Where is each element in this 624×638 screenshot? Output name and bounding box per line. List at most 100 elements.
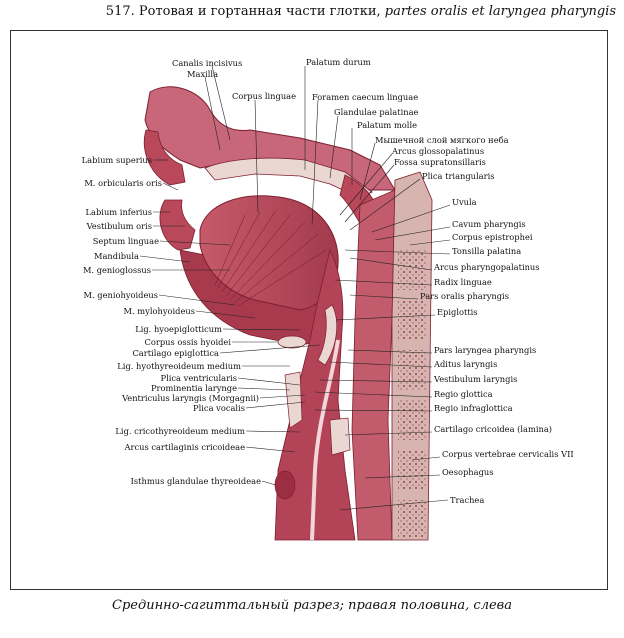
leader-arcus-pharyngopalatinus <box>349 257 433 271</box>
label-labium-superius: Labium superius <box>82 155 152 165</box>
label-plica-ventricularis: Plica ventricularis <box>161 373 237 383</box>
label-m-orbicularis-oris: M. orbicularis oris <box>84 178 162 188</box>
leader-plica-vocalis <box>245 401 306 409</box>
label-m-mylohyoideus: M. mylohyoideus <box>124 306 195 316</box>
leader-maxilla <box>204 76 221 151</box>
label-fossa-supratonsillaris: Fossa supratonsillaris <box>394 157 486 167</box>
label-uvula: Uvula <box>452 197 477 207</box>
leader-prominentia-laryngea <box>237 387 291 391</box>
label-regio-glottica: Regio glottica <box>434 389 493 399</box>
leader-m-mylohyoideus <box>195 310 256 319</box>
label-mandibula: Mandibula <box>94 251 139 261</box>
label-cavum-pharyngis: Cavum pharyngis <box>452 219 526 229</box>
genioglossus-fibers <box>214 211 327 307</box>
lower-lip <box>159 199 196 251</box>
label-arcus-cartilaginis: Arcus cartilaginis cricoideae <box>124 442 246 452</box>
figure-frame <box>10 30 608 590</box>
leader-pars-laryngea <box>347 349 433 354</box>
label-maxilla: Maxilla <box>187 69 218 79</box>
leader-pars-oralis <box>349 294 419 300</box>
label-cartilago-epiglottica: Cartilago epiglottica <box>132 348 219 358</box>
label-ventriculus-laryngis: Ventriculus laryngis (Morgagnii) <box>121 393 259 403</box>
leader-corpus-linguae <box>254 99 259 213</box>
leader-cartilago-cricoidea <box>344 431 433 436</box>
leader-cavum-pharyngis <box>374 226 451 241</box>
label-canalis-incisivus: Canalis incisivus <box>172 58 242 68</box>
leader-arcus-cartilaginis <box>245 446 296 453</box>
leader-lig-hyoepiglotticum <box>222 328 301 331</box>
label-regio-infraglottica: Regio infraglottica <box>434 403 513 413</box>
label-pars-laryngea: Pars laryngea pharyngis <box>434 345 536 355</box>
leader-arcus-glossopalatinus <box>339 153 393 216</box>
leader-canalis-incisivus <box>211 65 231 141</box>
label-septum-linguae: Septum linguae <box>93 236 159 246</box>
leader-radix-linguae <box>334 279 433 286</box>
airway-lumen <box>310 339 340 541</box>
label-oesophagus: Oesophagus <box>442 467 493 477</box>
section-drawing <box>143 86 433 541</box>
upper-lip <box>143 129 186 186</box>
leader-septum-linguae <box>159 240 231 246</box>
vertebra-body-3 <box>398 300 426 340</box>
label-corpus-ossis-hyoidei: Corpus ossis hyoidei <box>145 337 232 347</box>
leader-aditus-laryngis <box>329 361 433 368</box>
label-radix-linguae: Radix linguae <box>434 277 492 287</box>
label-aditus-laryngis: Aditus laryngis <box>433 359 497 369</box>
label-plica-vocalis: Plica vocalis <box>193 403 245 413</box>
leader-oesophagus <box>364 474 441 479</box>
label-foramen-caecum: Foramen caecum linguae <box>312 92 418 102</box>
label-palatum-durum: Palatum durum <box>306 57 371 67</box>
nasal-region <box>144 86 396 191</box>
leader-cartilago-epiglottica <box>219 344 321 354</box>
label-m-genioglossus: M. genioglossus <box>83 265 151 275</box>
figure-number: 517. <box>105 4 135 19</box>
leader-uvula <box>371 204 451 233</box>
leader-ventriculus-laryngis <box>259 394 306 399</box>
cricoid-cartilage <box>329 417 351 456</box>
label-tonsilla-palatina: Tonsilla palatina <box>452 246 521 256</box>
label-lig-hyoepiglotticum: Lig. hyoepiglotticum <box>135 324 222 334</box>
label-vestibulum-laryngis: Vestibulum laryngis <box>433 374 517 384</box>
leader-corpus-epistrophei <box>409 239 451 246</box>
label-isthmus-glandulae: Isthmus glandulae thyreoideae <box>131 476 261 486</box>
label-lig-hyothyreoideum: Lig. hyothyreoideum medium <box>117 361 241 371</box>
label-palatum-molle: Palatum molle <box>357 120 417 130</box>
label-prominentia-laryngea: Prominentia larynge <box>151 383 237 393</box>
hard-palate <box>204 157 373 199</box>
leader-foramen-caecum <box>311 99 319 226</box>
vertebra-body-5 <box>398 400 426 440</box>
leader-glandulae-palatinae <box>329 115 339 179</box>
label-lig-cricothyreoideum: Lig. cricothyreoideum medium <box>115 426 245 436</box>
labels: Canalis incisivus Maxilla Corpus linguae… <box>82 57 574 505</box>
leader-corpus-vertebrae <box>411 456 441 461</box>
label-plica-triangularis: Plica triangularis <box>422 171 495 181</box>
leader-mandibula <box>139 255 191 263</box>
label-m-geniohyoideus: M. geniohyoideus <box>84 290 159 300</box>
label-pars-oralis: Pars oralis pharyngis <box>420 291 509 301</box>
leader-plica-triangularis <box>349 178 421 231</box>
figure-title-latin: partes oralis et laryngea pharyngis <box>384 4 616 19</box>
label-corpus-epistrophei: Corpus epistrophei <box>452 232 533 242</box>
anatomy-illustration: Canalis incisivus Maxilla Corpus linguae… <box>82 57 574 541</box>
leader-tonsilla-palatina <box>344 249 451 255</box>
label-arcus-pharyngopalatinus: Arcus pharyngopalatinus <box>433 262 540 272</box>
label-corpus-linguae: Corpus linguae <box>232 91 296 101</box>
thyroid-cartilage <box>284 371 303 429</box>
label-arcus-glossopalatinus: Arcus glossopalatinus <box>391 146 484 156</box>
label-trachea: Trachea <box>450 495 484 505</box>
vertebra-body-6 <box>398 450 426 490</box>
leader-lines <box>139 65 451 511</box>
leader-fossa-supratonsillaris <box>344 164 395 223</box>
leader-regio-glottica <box>314 391 433 398</box>
leader-epiglottis <box>335 314 436 321</box>
leader-trachea <box>339 499 449 511</box>
tongue <box>199 195 339 311</box>
leader-isthmus-glandulae <box>261 480 277 486</box>
label-epiglottis: Epiglottis <box>437 307 478 317</box>
vertebra-body-7 <box>398 500 426 538</box>
leader-myshechny-sloy <box>359 142 376 201</box>
leader-vestibulum-laryngis <box>319 379 433 383</box>
figure-title-ru: Ротовая и гортанная части глотки, <box>138 4 381 19</box>
thyroid-isthmus <box>274 470 296 500</box>
